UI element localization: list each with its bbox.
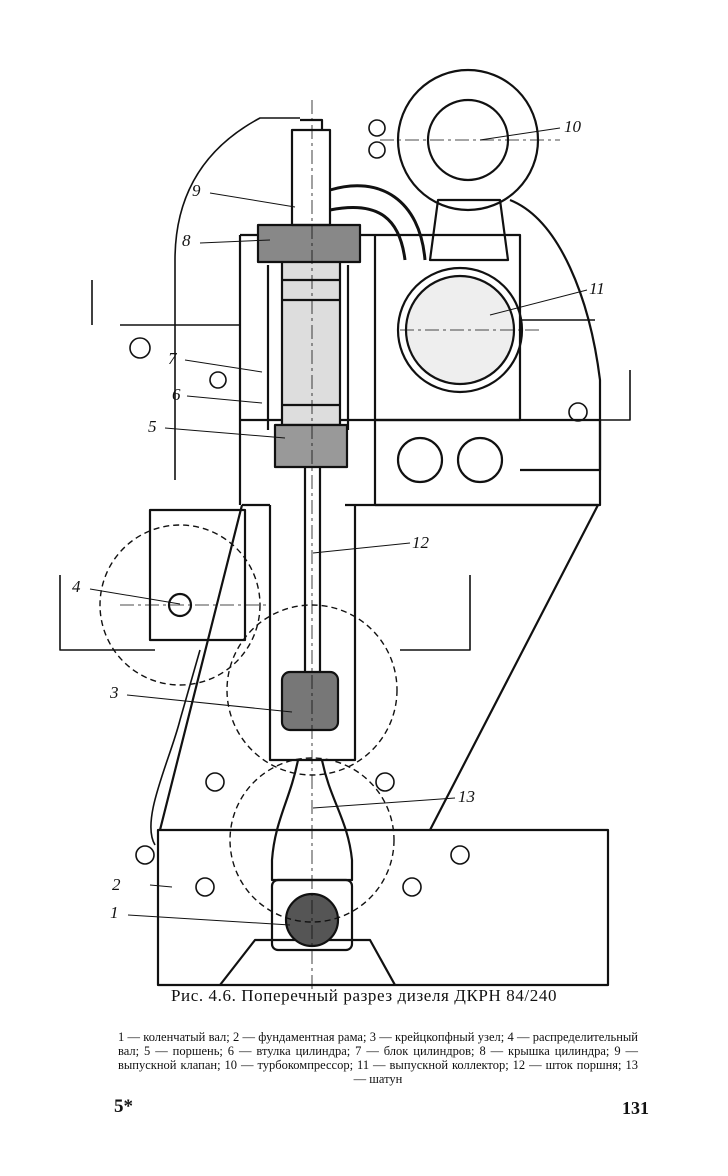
exhaust-valve xyxy=(290,128,332,227)
page-number: 131 xyxy=(622,1098,649,1118)
callout-11: 11 xyxy=(589,279,605,298)
signature-mark: 5* xyxy=(114,1096,133,1117)
exhaust-manifold xyxy=(396,266,524,394)
callout-9: 9 xyxy=(192,181,201,200)
engine-cross-section-drawing: 1 2 3 4 5 6 7 8 9 10 11 12 13 xyxy=(59,68,631,990)
a-frame xyxy=(158,503,599,831)
callout-2: 2 xyxy=(112,875,121,894)
cylinder-cover xyxy=(256,223,362,264)
callout-10: 10 xyxy=(564,117,582,136)
callout-5: 5 xyxy=(148,417,157,436)
callout-7: 7 xyxy=(168,349,178,368)
callout-1: 1 xyxy=(110,903,119,922)
cylinder-block xyxy=(238,233,377,505)
callout-13: 13 xyxy=(458,787,475,806)
foundation-frame xyxy=(156,828,610,987)
callout-4: 4 xyxy=(72,577,81,596)
cylinder-liner xyxy=(266,265,350,430)
camshaft-housing xyxy=(148,508,247,642)
piston-rod xyxy=(303,465,322,672)
crosshead-guide xyxy=(268,505,357,762)
figure-legend: 1 — коленчатый вал; 2 — фундаментная рам… xyxy=(118,1030,638,1086)
callout-8: 8 xyxy=(182,231,191,250)
figure-caption: Рис. 4.6. Поперечный разрез дизеля ДКРН … xyxy=(170,986,558,1005)
callout-12: 12 xyxy=(412,533,430,552)
piston xyxy=(280,258,342,427)
callout-6: 6 xyxy=(172,385,181,404)
callout-3: 3 xyxy=(109,683,119,702)
